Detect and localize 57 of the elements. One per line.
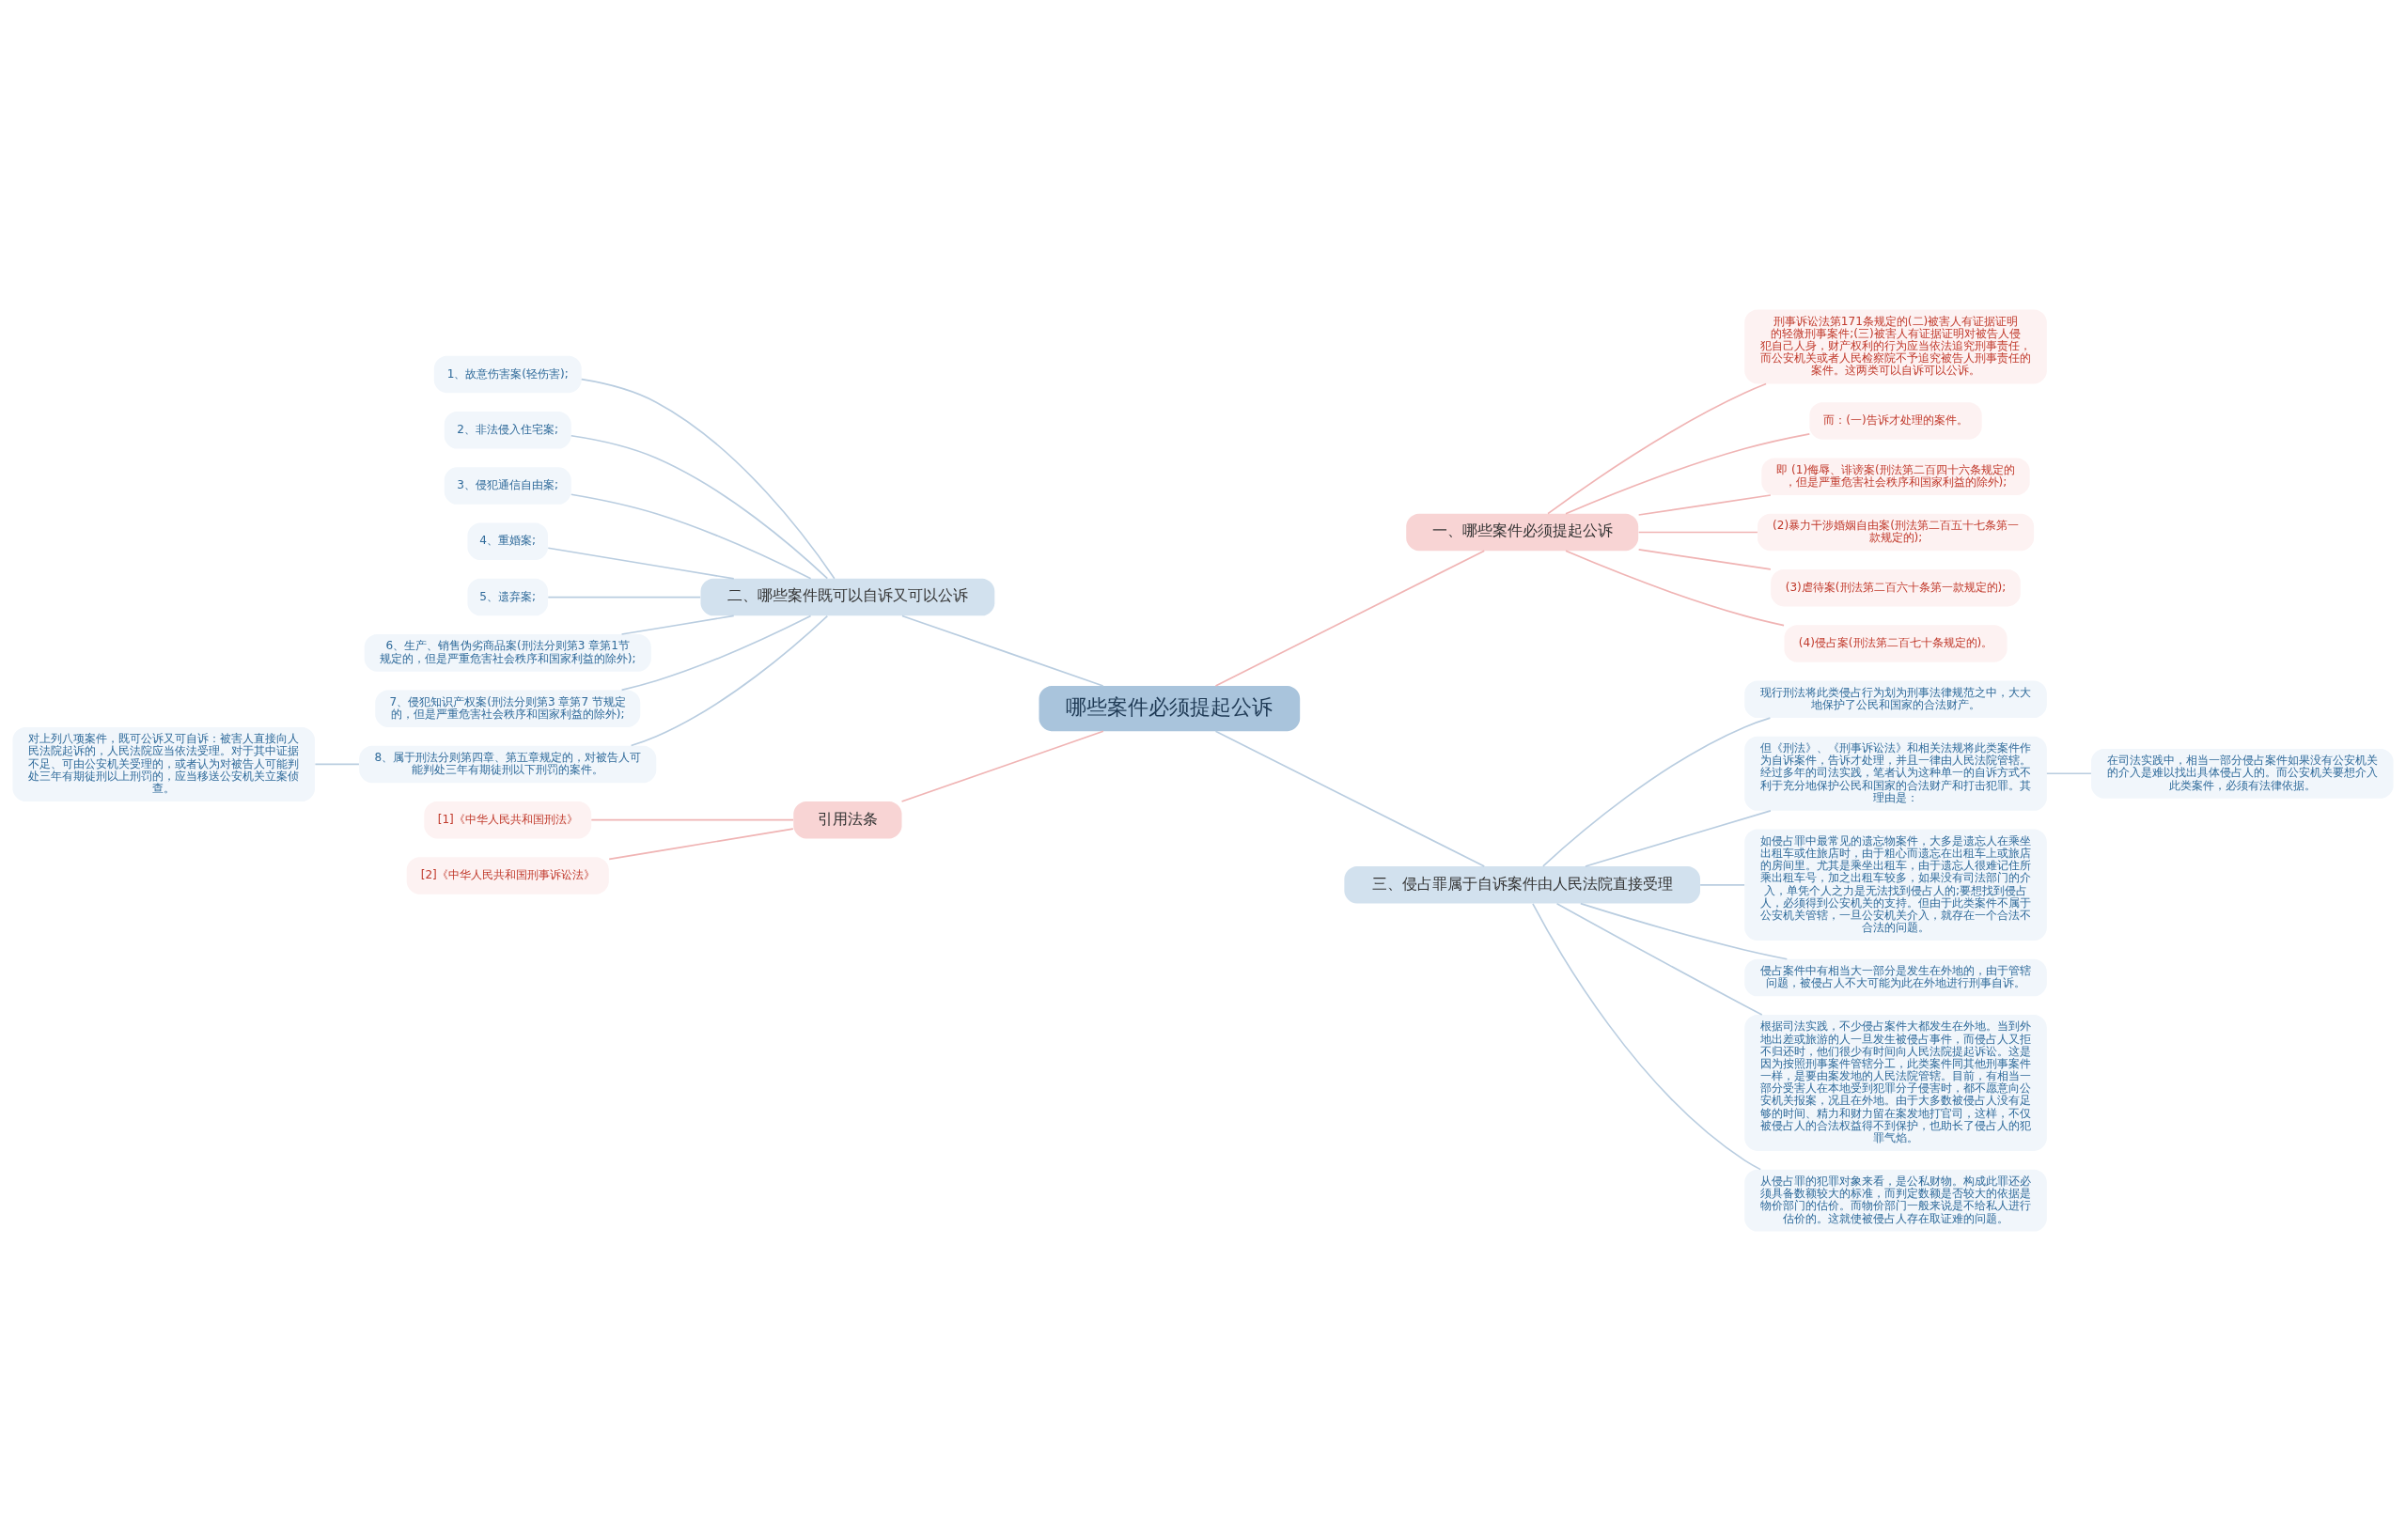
node-box: 引用法条 <box>793 801 902 838</box>
node-box: 侵占案件中有相当大一部分是发生在外地的，由于管辖问题，被侵占人不大可能为此在外地进行刑事自诉。 <box>1744 958 2047 996</box>
connector <box>1214 549 1486 687</box>
connector <box>1542 716 1772 867</box>
connector <box>1565 432 1811 514</box>
node-box: 哪些案件必须提起公诉 <box>1039 685 1301 731</box>
connector <box>547 546 735 580</box>
node-box: 三、侵占罪属于自诉案件由人民法院直接受理 <box>1344 865 1700 904</box>
node-box: (3)虐待案(刑法第二百六十条第一款规定的); <box>1771 568 2021 606</box>
connector <box>1555 902 1763 1016</box>
node-box: 一、哪些案件必须提起公诉 <box>1406 513 1639 551</box>
node-box: [1]《中华人民共和国刑法》 <box>424 801 592 838</box>
connector <box>620 614 735 635</box>
connector <box>2046 771 2092 774</box>
node-box: 从侵占罪的犯罪对象来看，是公私财物。构成此罪还必须具备数额较大的标准，而判定数额是否较大的依据是物价部门的估价。而物价部门一般来说是不给私人进行估价的。这就使被侵占人存在取证难的问题。 <box>1744 1169 2047 1232</box>
node-box: 3、侵犯通信自由案; <box>444 466 571 505</box>
node-box: 如侵占罪中最常见的遗忘物案件，大多是遗忘人在乘坐出租车或住旅店时，由于粗心而遗忘在出租车上或旅店的房间里。尤其是乘坐出租车，由于遗忘人很难记住所乘出租车号，加之出租车较多，如果没有司法部门的介入，单凭个人之力是无法找到侵占人的;要想找到侵占人，必须得到公安机关的支持。但由于此类案件不属于公安机关管辖，一旦公安机关介入，就存在一个合法不合法的问题。 <box>1744 829 2047 941</box>
node-box: 7、侵犯知识产权案(刑法分则第3 章第7 节规定的，但是严重危害社会秩序和国家利益的除外); <box>375 689 641 727</box>
connector <box>590 818 794 820</box>
connector <box>901 614 1104 687</box>
connector <box>1699 883 1745 886</box>
node-box: 1、故意伤害案(轻伤害); <box>433 355 582 393</box>
connector <box>570 492 812 580</box>
connector <box>1547 382 1767 515</box>
connector <box>1637 548 1772 570</box>
connector <box>1637 531 1758 533</box>
connector <box>1637 493 1772 516</box>
node-box: [2]《中华人民共和国刑事诉讼法》 <box>406 856 609 894</box>
connector <box>608 827 794 860</box>
node-box: 8、属于刑法分则第四章、第五章规定的，对被告人可能判处三年有期徒刑以下刑罚的案件。 <box>359 745 657 783</box>
node-box: 根据司法实践，不少侵占案件大都发生在外地。当到外地出差或旅游的人一旦发生被侵占事件，而侵占人又拒不归还时，他们很少有时间向人民法院提起诉讼。这是因为按照刑事案件管辖分工，此类案件同其他刑事案件一样，是要由案发地的人民法院管辖。目前，有相当一部分受害人在本地受到犯罪分子侵害时，都不愿意向公安机关报案，况且在外地。由于大多数被侵占人没有足够的时间、精力和财力留在案发地打官司，这样，不仅被侵占人的合法权益得不到保护，也助长了侵占人的犯罪气焰。 <box>1744 1014 2047 1151</box>
connector <box>1565 549 1785 626</box>
node-box: 二、哪些案件既可以自诉又可以公诉 <box>700 578 995 615</box>
node-box: 4、重婚案; <box>467 522 549 560</box>
node-box: (2)暴力干涉婚姻自由案(刑法第二百五十七条第一款规定的); <box>1757 513 2035 551</box>
node-box: 刑事诉讼法第171条规定的(二)被害人有证据证明的轻微刑事案件;(三)被害人有证据证明对被告人侵犯自己人身，财产权利的行为应当依法追究刑事责任，而公安机关或者人民检察院不予追究被告人刑事责任的案件。这两类可以自诉可以公诉。 <box>1744 308 2047 383</box>
connector <box>630 614 829 746</box>
connector <box>900 729 1104 802</box>
node-box: 在司法实践中，相当一部分侵占案件如果没有公安机关的介入是难以找出具体侵占人的。而公安机关要想介入此类案件，必须有法律依据。 <box>2091 748 2394 799</box>
node-box: 6、生产、销售伪劣商品案(刑法分则第3 章第1节规定的，但是严重危害社会秩序和国家利益的除外); <box>364 633 651 672</box>
node-box: 即 (1)侮辱、诽谤案(刑法第二百四十六条规定的，但是严重危害社会秩序和国家利益的除外); <box>1761 457 2030 495</box>
connector <box>570 434 829 579</box>
node-box: 5、遗弃案; <box>467 578 549 615</box>
connector <box>1579 902 1789 960</box>
connector <box>580 378 836 580</box>
connector <box>1214 729 1486 867</box>
connector <box>1532 902 1762 1170</box>
node-box: 对上列八项案件，既可公诉又可自诉：被害人直接向人民法院起诉的，人民法院应当依法受理。对于其中证据不足、可由公安机关受理的，或者认为对被告人可能判处三年有期徒刑以上刑罚的，应当移送公安机关立案侦查。 <box>12 726 315 801</box>
connector <box>547 596 702 598</box>
node-box: (4)侵占案(刑法第二百七十条规定的)。 <box>1784 624 2008 662</box>
node-box: 而：(一)告诉才处理的案件。 <box>1809 401 1982 440</box>
connector <box>620 614 812 691</box>
node-box: 2、非法侵入住宅案; <box>444 411 571 449</box>
connector <box>1585 809 1772 867</box>
connector <box>314 763 360 765</box>
node-box: 现行刑法将此类侵占行为划为刑事法律规范之中，大大地保护了公民和国家的合法财产。 <box>1744 680 2047 718</box>
node-box: 但《刑法》、《刑事诉讼法》和相关法规将此类案件作为自诉案件，告诉才处理，并且一律由人民法院管辖。经过多年的司法实践，笔者认为这种单一的自诉方式不利于充分地保护公民和国家的合法财产和打击犯罪。其理由是： <box>1744 736 2047 811</box>
